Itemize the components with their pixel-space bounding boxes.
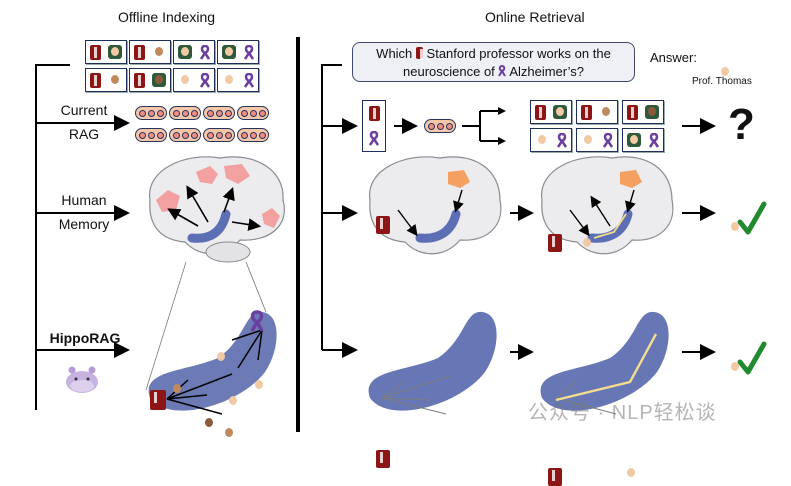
query-text-1b: Stanford professor works on the	[426, 46, 611, 61]
technologist-icon	[222, 73, 236, 87]
professor-icon	[108, 45, 123, 59]
embedding-vector	[237, 128, 269, 142]
passage-card	[85, 68, 127, 92]
question-mark-result: ?	[728, 100, 755, 149]
passage-card	[217, 40, 259, 64]
ribbon-icon	[368, 130, 380, 146]
person-icon	[108, 73, 122, 87]
brain-online-2	[541, 156, 674, 255]
answer-label: Answer:	[650, 50, 697, 65]
answer-name: Prof. Thomas	[692, 76, 752, 87]
hippo-mascot-icon	[64, 364, 100, 394]
query-text-1a: Which	[376, 46, 413, 61]
current-rag-label-line1: Current	[60, 102, 108, 118]
human-memory-label-line1: Human	[61, 192, 107, 208]
embedding-vector	[135, 128, 167, 142]
stanford-icon	[133, 72, 145, 88]
brain-online-1	[369, 156, 502, 255]
query-text-2a: neuroscience of	[403, 64, 495, 79]
ribbon-icon	[244, 44, 254, 60]
query-entities-card	[362, 100, 386, 152]
stanford-node	[548, 234, 562, 252]
human-memory-label-line2: Memory	[58, 216, 110, 232]
query-embedding	[424, 119, 456, 133]
connector-layer	[35, 64, 767, 415]
passage-card	[173, 68, 215, 92]
zoom-line-left	[145, 261, 187, 391]
embedding-vector	[203, 128, 235, 142]
retrieved-card	[530, 128, 572, 152]
scientist-icon	[152, 45, 166, 59]
check-icon-memory	[737, 201, 767, 235]
passage-card	[129, 40, 171, 64]
ribbon-icon	[498, 64, 507, 77]
passage-card	[173, 40, 215, 64]
professor-icon	[152, 73, 167, 87]
embedding-vector	[169, 106, 201, 120]
retrieved-card	[576, 128, 618, 152]
retrieved-card	[530, 100, 572, 124]
stanford-icon	[415, 47, 423, 60]
right-bracket	[321, 64, 342, 350]
hippo-graph-online-1	[368, 311, 497, 415]
passage-card	[217, 68, 259, 92]
stanford-icon	[89, 72, 101, 88]
professor-icon	[222, 45, 236, 59]
current-rag-label-line2: RAG	[68, 126, 100, 142]
stanford-node	[548, 468, 562, 486]
ribbon-icon	[200, 44, 210, 60]
passage-card	[129, 68, 171, 92]
ribbon-icon	[244, 72, 254, 88]
stanford-icon	[133, 44, 145, 60]
retrieved-card	[576, 100, 618, 124]
stanford-node	[376, 450, 390, 468]
hippo-graph-online-2	[540, 311, 669, 415]
offline-indexing-title: Offline Indexing	[118, 9, 216, 25]
stanford-node	[376, 216, 390, 234]
query-text-2b: Alzheimer’s?	[509, 64, 584, 79]
split-arrow	[462, 110, 504, 142]
passage-card	[85, 40, 127, 64]
watermark: 公众号 · NLP轻松谈	[528, 402, 717, 424]
retrieval-path-highlight	[555, 333, 658, 402]
query-box: Which Stanford professor works on the ne…	[352, 42, 635, 82]
person-icon	[178, 73, 192, 87]
brain-offline	[149, 156, 285, 263]
alzheimers-node	[250, 310, 264, 332]
retrieved-card	[622, 128, 664, 152]
hipporag-label: HippoRAG	[49, 330, 121, 346]
retrieved-card	[622, 100, 664, 124]
stanford-node	[150, 390, 166, 410]
embedding-vector	[237, 106, 269, 120]
zoom-line-right	[245, 261, 267, 313]
check-icon-hipporag	[737, 341, 767, 375]
embedding-vector	[203, 106, 235, 120]
section-divider	[296, 37, 300, 432]
left-bracket	[35, 64, 70, 410]
professor-icon	[178, 45, 192, 59]
stanford-icon	[368, 106, 380, 121]
stanford-icon	[89, 44, 101, 60]
online-retrieval-title: Online Retrieval	[485, 9, 585, 25]
ribbon-icon	[200, 72, 210, 88]
embedding-vector	[135, 106, 167, 120]
embedding-vector	[169, 128, 201, 142]
